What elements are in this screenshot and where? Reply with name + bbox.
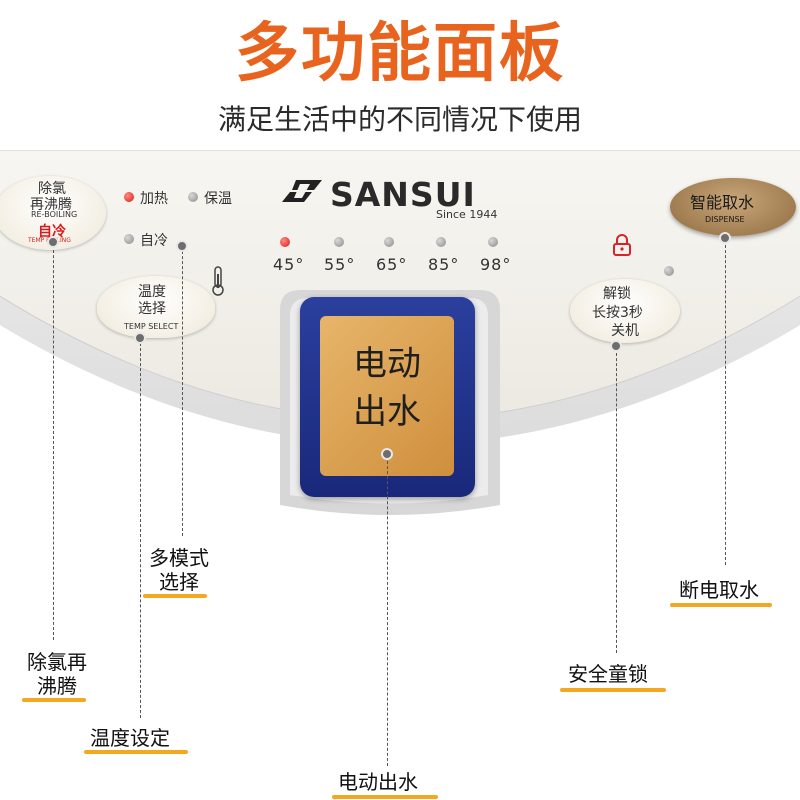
unlock-label-1: 解锁 (603, 286, 631, 302)
unlock-label-3: 关机 (611, 323, 639, 339)
callout-electric-dispense: 电动出水 (338, 770, 418, 794)
temp-dot-85 (436, 237, 446, 247)
callout-dot-multimode (176, 240, 188, 252)
temp-dot-55 (334, 237, 344, 247)
temp-label-45: 45° (273, 255, 305, 274)
temp-dot-65 (384, 237, 394, 247)
callout-temp-setting-underline (84, 750, 188, 754)
temp-select-sub-label: TEMP SELECT (124, 322, 179, 331)
callout-line-temp-setting (140, 338, 141, 718)
callout-dot-dispense (381, 448, 393, 460)
temp-select-label-1: 温度 (138, 284, 166, 300)
reboil-label-1: 除氯 (38, 181, 66, 197)
temp-select-button[interactable] (97, 276, 215, 338)
callout-multimode-underline (143, 594, 207, 598)
reboil-label-2: 再沸腾 (30, 197, 72, 213)
self-cool-indicator-label: 自冷 (140, 233, 168, 249)
callout-dot-reboil (47, 236, 59, 248)
callout-power-off-dispense: 断电取水 (679, 578, 759, 602)
self-cool-indicator-dot (124, 234, 134, 244)
temp-label-85: 85° (428, 255, 460, 274)
heat-indicator-dot (124, 192, 134, 202)
smart-dispense-label: 智能取水 (690, 193, 755, 212)
callout-electric-dispense-underline (332, 795, 438, 799)
electric-dispense-label-1: 电动 (353, 344, 421, 384)
brand-since: Since 1944 (436, 208, 498, 221)
brand-name: SANSUI (330, 175, 476, 214)
electric-dispense-label-2: 出水 (353, 392, 421, 432)
keep-warm-indicator-label: 保温 (204, 191, 232, 207)
callout-safety-lock-underline (560, 688, 666, 692)
thermometer-icon (212, 266, 224, 296)
temp-dot-45 (280, 237, 290, 247)
lock-icon (613, 234, 631, 256)
lock-indicator-dot (664, 266, 674, 276)
temp-dot-98 (488, 237, 498, 247)
temp-select-label-2: 选择 (138, 301, 166, 317)
callout-line-dispense (387, 456, 388, 766)
unlock-label-2: 长按3秒 (592, 305, 643, 321)
callout-reboil-line2: 沸腾 (37, 674, 77, 698)
callout-multimode: 多模式 选择 (144, 546, 214, 594)
smart-dispense-button[interactable] (670, 178, 796, 236)
smart-dispense-sub-label: DISPENSE (705, 215, 745, 224)
callout-line-multimode (182, 246, 183, 536)
temp-label-55: 55° (324, 255, 356, 274)
electric-dispense-label: 电动 出水 (320, 340, 454, 436)
page-title: 多功能面板 (235, 17, 565, 91)
callout-reboil-line1: 除氯再 (27, 650, 87, 674)
callout-line-safety-lock (616, 348, 617, 653)
temp-label-65: 65° (376, 255, 408, 274)
callout-multimode-line2: 选择 (159, 570, 199, 594)
callout-reboil-underline (22, 698, 86, 702)
unlock-button[interactable] (570, 279, 680, 343)
page-subtitle: 满足生活中的不同情况下使用 (217, 103, 582, 136)
reboil-tag: 自冷 (38, 224, 66, 240)
temp-label-98: 98° (480, 255, 512, 274)
callout-reboil: 除氯再 沸腾 (22, 650, 92, 698)
callout-power-off-underline (670, 603, 772, 607)
callout-dot-temp-setting (134, 332, 146, 344)
callout-line-power-off (725, 240, 726, 565)
callout-safety-lock: 安全童锁 (568, 662, 648, 686)
callout-multimode-line1: 多模式 (149, 546, 209, 570)
reboil-sub-label: RE-BOILING (31, 210, 78, 219)
keep-warm-indicator-dot (188, 192, 198, 202)
callout-line-reboil (53, 240, 54, 640)
heat-indicator-label: 加热 (140, 191, 168, 207)
callout-dot-safety-lock (610, 340, 622, 352)
sansui-logo-icon (282, 180, 322, 202)
callout-temp-setting: 温度设定 (90, 726, 170, 750)
callout-dot-power-off (719, 232, 731, 244)
